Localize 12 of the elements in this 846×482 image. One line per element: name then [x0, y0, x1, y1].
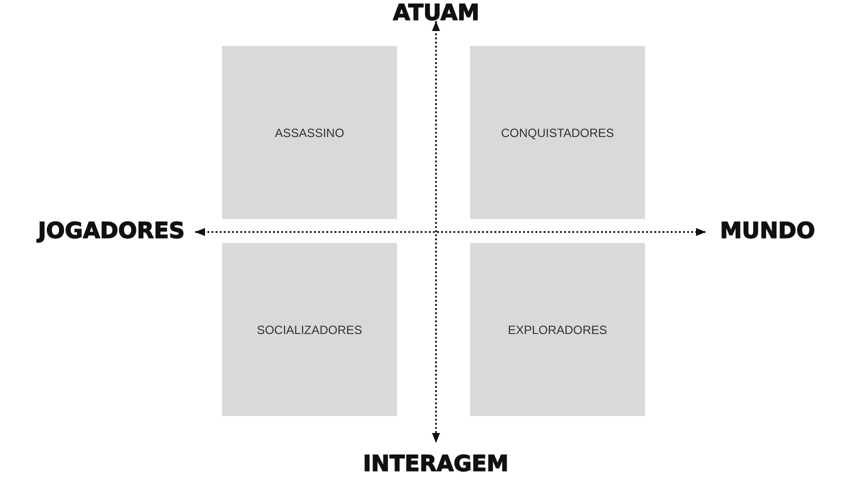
- axis-label: INTERAGEM: [363, 452, 509, 478]
- quadrant-box: [222, 243, 397, 416]
- quadrant-box: [222, 46, 397, 219]
- quadrant-label: CONQUISTADORES: [500, 126, 614, 140]
- quadrant-box: [470, 243, 645, 416]
- quadrant-label: ASSASSINO: [274, 126, 344, 140]
- axis-label: ATUAM: [393, 1, 480, 27]
- axis-label: MUNDO: [720, 219, 816, 245]
- quadrant-label: SOCIALIZADORES: [256, 322, 362, 336]
- axis-label: JOGADORES: [38, 219, 185, 245]
- quadrant-box: [470, 46, 645, 219]
- quadrant-label: EXPLORADORES: [508, 322, 608, 336]
